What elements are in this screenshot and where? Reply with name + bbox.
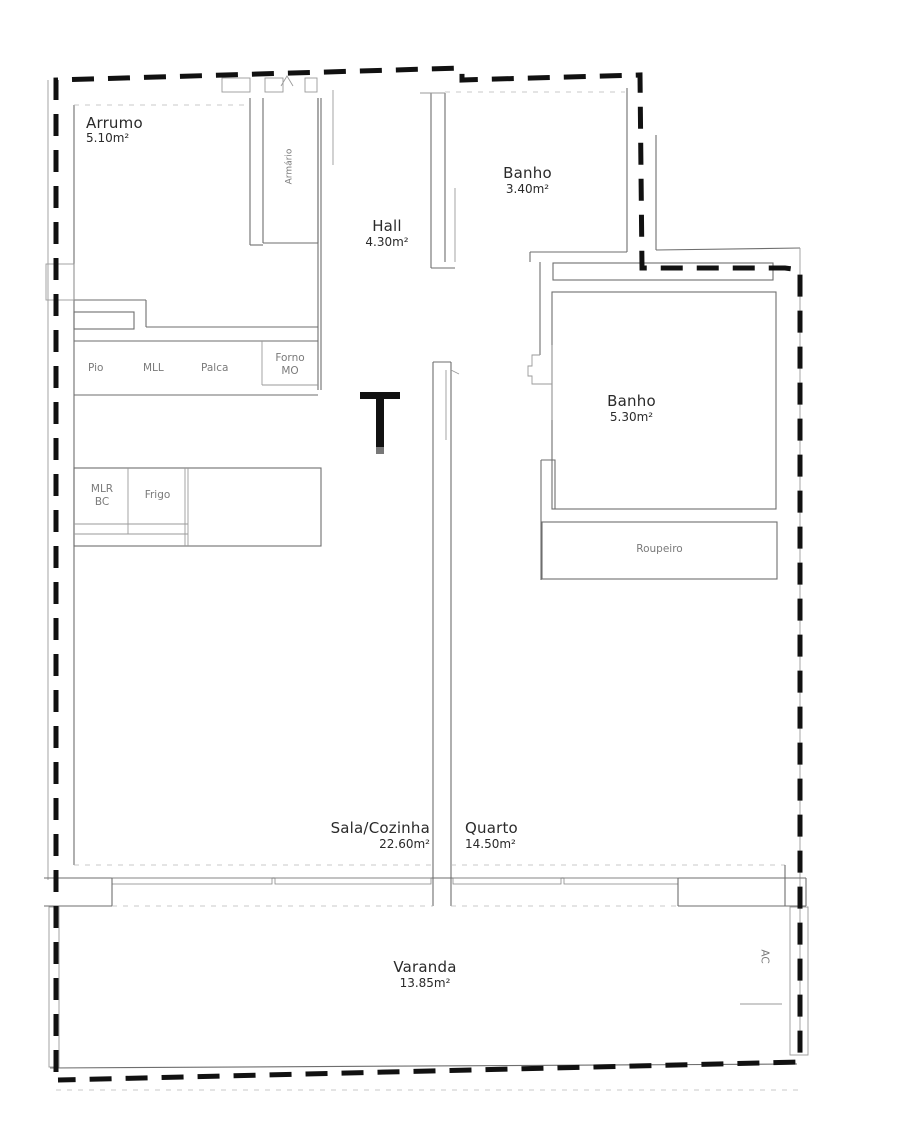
room-label-banho-small: Banho 3.40m² bbox=[490, 164, 565, 196]
fixture-mlr-bc: MLR BC bbox=[76, 483, 128, 509]
entry-marker-icon bbox=[360, 392, 400, 462]
room-label-hall: Hall 4.30m² bbox=[352, 217, 422, 249]
room-area: 5.30m² bbox=[609, 410, 654, 424]
room-name: Quarto bbox=[465, 819, 518, 837]
room-name: Banho bbox=[607, 392, 656, 410]
room-area: 13.85m² bbox=[399, 976, 451, 990]
room-name: Sala/Cozinha bbox=[330, 819, 430, 837]
room-label-banho-large: Banho 5.30m² bbox=[594, 392, 669, 424]
room-label-sala-cozinha: Sala/Cozinha 22.60m² bbox=[290, 819, 430, 851]
fixture-ac: AC bbox=[758, 949, 771, 964]
fixture-bc: BC bbox=[94, 496, 110, 508]
room-area: 5.10m² bbox=[86, 131, 130, 145]
room-name: Hall bbox=[372, 217, 402, 235]
fixture-frigo: Frigo bbox=[144, 489, 171, 501]
fixture-forno: Forno bbox=[275, 352, 305, 364]
fixture-mo: MO bbox=[281, 365, 299, 377]
fixture-mll: MLL bbox=[143, 362, 164, 374]
fixture-forno-mo: Forno MO bbox=[264, 352, 316, 378]
fixture-roupeiro: Roupeiro bbox=[636, 543, 683, 555]
room-label-quarto: Quarto 14.50m² bbox=[465, 819, 518, 851]
room-area: 14.50m² bbox=[465, 837, 516, 851]
fixture-mlr: MLR bbox=[90, 483, 114, 495]
fixture-armario: Armário bbox=[284, 148, 295, 185]
room-area: 3.40m² bbox=[505, 182, 550, 196]
room-area: 22.60m² bbox=[379, 837, 430, 851]
property-boundary bbox=[53, 65, 803, 1083]
fixture-pio: Pio bbox=[88, 362, 104, 374]
fixture-placa: Palca bbox=[201, 362, 229, 374]
room-label-varanda: Varanda 13.85m² bbox=[370, 958, 480, 990]
room-label-arrumo: Arrumo 5.10m² bbox=[86, 114, 143, 145]
room-name: Arrumo bbox=[86, 114, 143, 132]
room-area: 4.30m² bbox=[365, 235, 409, 249]
room-name: Varanda bbox=[393, 958, 457, 976]
room-name: Banho bbox=[503, 164, 552, 182]
